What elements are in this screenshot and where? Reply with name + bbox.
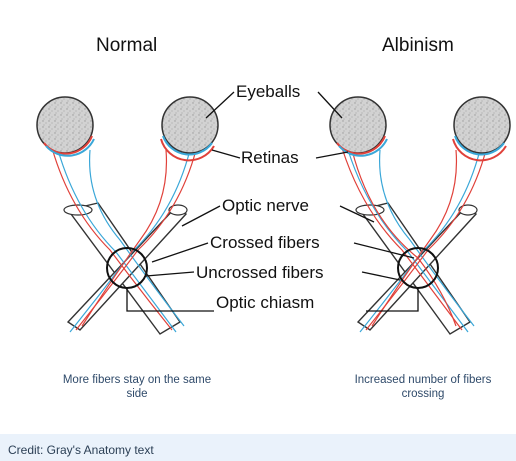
credit-text: Credit: Gray's Anatomy text <box>8 443 154 457</box>
optic-nerve-label: Optic nerve <box>222 196 309 216</box>
retinas-label: Retinas <box>241 148 299 168</box>
optic-chiasm-label: Optic chiasm <box>216 293 314 313</box>
crossed-fibers-label: Crossed fibers <box>210 233 320 253</box>
diagram-drawing <box>0 0 516 434</box>
albinism-title: Albinism <box>382 35 454 57</box>
normal-title: Normal <box>96 35 157 57</box>
albinism-note: Increased number of fibers crossing <box>346 373 500 401</box>
normal-note: More fibers stay on the same side <box>60 373 214 401</box>
eyeballs-label: Eyeballs <box>236 82 300 102</box>
credit-bar: Credit: Gray's Anatomy text <box>0 434 516 461</box>
uncrossed-fibers-label: Uncrossed fibers <box>196 263 324 283</box>
albinism-diagram <box>330 97 510 334</box>
